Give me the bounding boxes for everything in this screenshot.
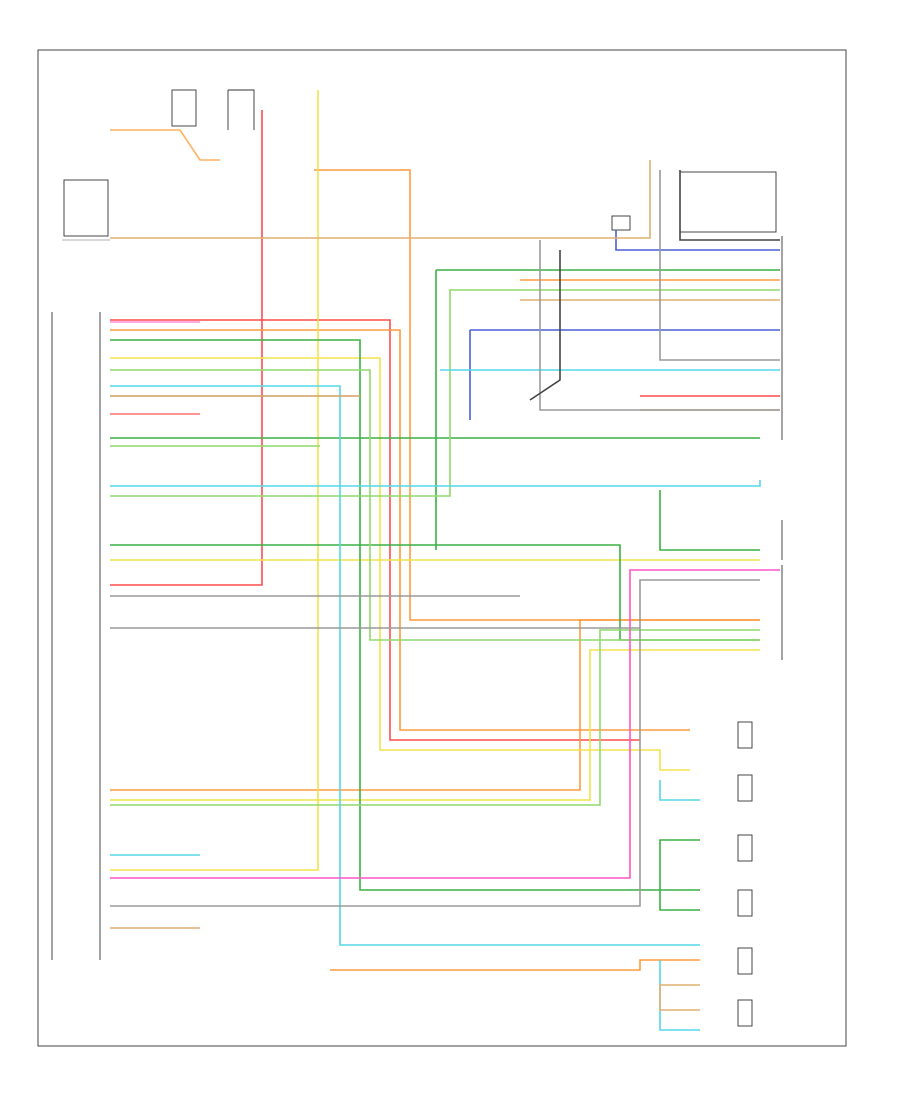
speakers xyxy=(737,721,753,1027)
wire-light-green-1 xyxy=(110,369,760,641)
speaker-4 xyxy=(737,889,753,917)
wire-orange-6 xyxy=(330,959,700,971)
diagram-frame xyxy=(37,49,847,1047)
wire-orange-1 xyxy=(110,329,690,731)
wire-yellow-2 xyxy=(110,357,690,771)
wire-tan-2 xyxy=(110,927,700,1011)
wire-black-2 xyxy=(529,250,561,401)
wire-blue-2 xyxy=(615,230,780,251)
top-components xyxy=(62,89,777,241)
wire-green-3 xyxy=(110,437,760,551)
speaker-5 xyxy=(737,947,753,975)
wire-light-blue-1 xyxy=(110,385,700,946)
wire-orange-3 xyxy=(314,169,760,621)
wire-green-4 xyxy=(659,839,700,911)
wire-yellow-4 xyxy=(110,649,760,801)
wire-green-1 xyxy=(110,339,700,891)
wire-light-green-3 xyxy=(110,289,780,497)
wire-tan-1 xyxy=(110,160,651,239)
speaker-1 xyxy=(737,721,753,749)
wire-light-green-4 xyxy=(110,629,760,806)
wire-gray-2 xyxy=(110,579,760,907)
wire-orange-5 xyxy=(110,129,220,161)
wire-green-2 xyxy=(435,269,780,550)
wire-red-2 xyxy=(110,110,263,586)
wire-light-blue-4 xyxy=(110,780,700,856)
wire-gray-3 xyxy=(539,240,780,411)
wires xyxy=(110,90,780,1031)
wire-red-1 xyxy=(110,319,640,741)
wire-yellow-1 xyxy=(110,90,319,871)
speaker-6 xyxy=(737,999,753,1027)
wire-blue-1 xyxy=(469,329,780,420)
speaker-3 xyxy=(737,834,753,862)
wire-light-blue-5 xyxy=(659,960,700,1031)
speaker-2 xyxy=(737,774,753,802)
wire-black-1 xyxy=(679,170,780,241)
wire-light-blue-2 xyxy=(110,480,761,487)
wire-orange-2 xyxy=(110,619,760,791)
wire-gray-4 xyxy=(659,170,780,361)
wire-pink-1 xyxy=(110,569,780,879)
radio-connector xyxy=(51,312,101,960)
